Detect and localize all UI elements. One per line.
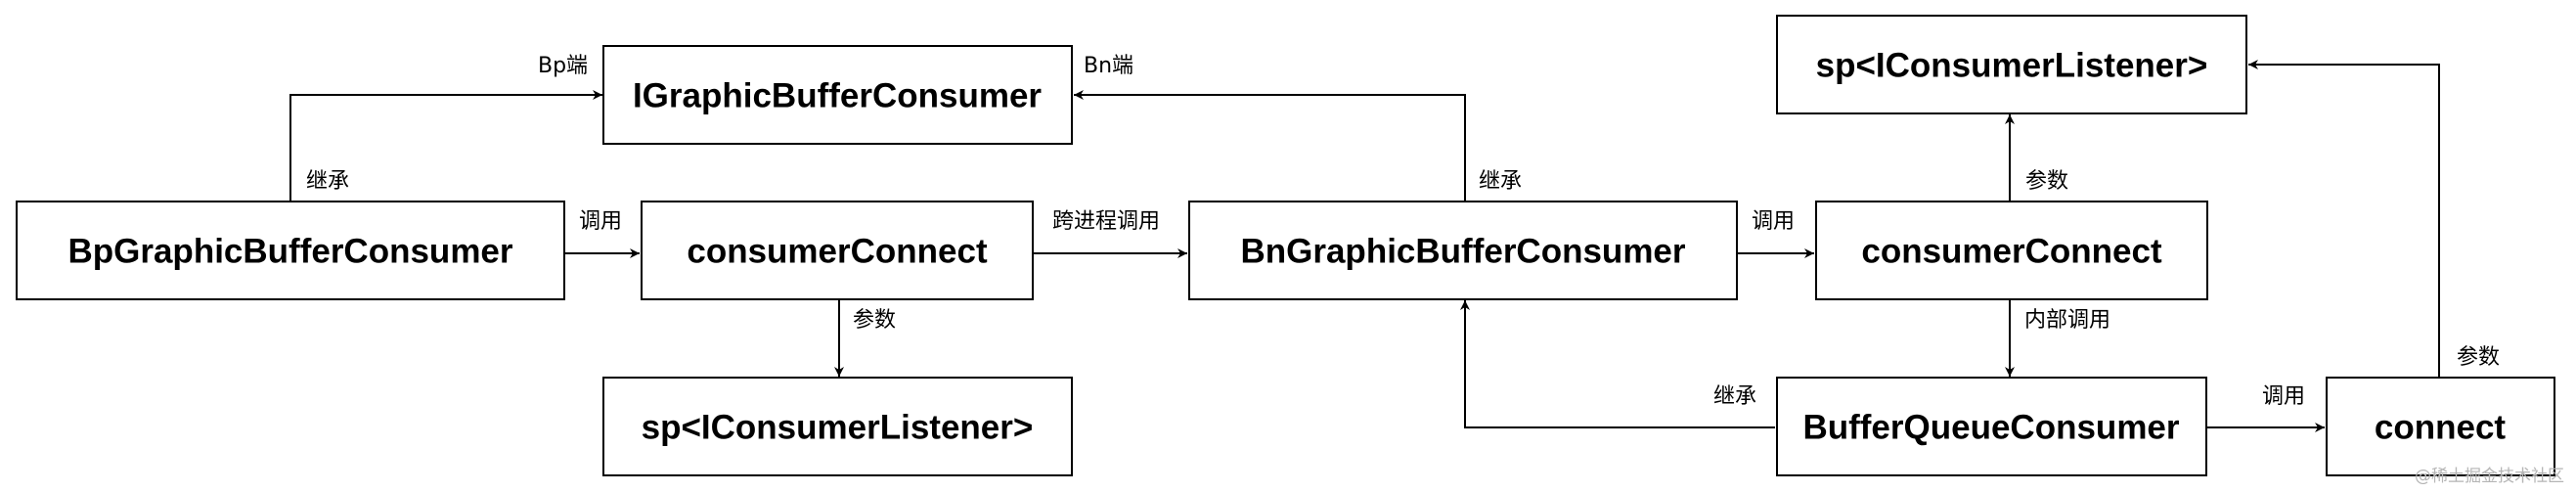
- node-label: BufferQueueConsumer: [1802, 409, 2179, 447]
- node-bp-graphic-buffer-consumer: BpGraphicBufferConsumer: [16, 201, 565, 300]
- edge-bp-to-igraphic: 继承 Bp端: [289, 54, 602, 201]
- node-label: IGraphicBufferConsumer: [633, 77, 1042, 115]
- node-label: sp<IConsumerListener>: [1816, 47, 2208, 85]
- edge-label-internal-call: 内部调用: [2024, 308, 2110, 333]
- node-igraphic-buffer-consumer: IGraphicBufferConsumer: [602, 45, 1073, 145]
- node-buffer-queue-consumer: BufferQueueConsumer: [1776, 377, 2207, 476]
- edge-bn-to-connect-right: 调用: [1737, 209, 1814, 258]
- edge-connect-left-to-bn: 跨进程调用: [1034, 209, 1187, 258]
- node-label: BpGraphicBufferConsumer: [67, 233, 512, 271]
- edge-label-call: 调用: [579, 209, 622, 234]
- node-consumer-connect-left: consumerConnect: [641, 201, 1034, 300]
- edge-label-param: 参数: [2457, 345, 2500, 370]
- node-consumer-connect-right: consumerConnect: [1815, 201, 2208, 300]
- edge-bufferqueue-to-connect: 调用: [2203, 384, 2325, 432]
- node-consumer-listener-right: sp<IConsumerListener>: [1776, 15, 2247, 114]
- node-label: consumerConnect: [687, 233, 988, 271]
- edge-connect-right-to-listener-right: 参数: [2005, 114, 2068, 201]
- edge-connect-right-to-bufferqueue: 内部调用: [2005, 299, 2110, 377]
- node-bn-graphic-buffer-consumer: BnGraphicBufferConsumer: [1188, 201, 1738, 300]
- node-connect: connect: [2326, 377, 2555, 476]
- edge-label-param: 参数: [853, 308, 896, 333]
- edge-label-inherit: 继承: [1713, 384, 1756, 409]
- edge-bp-to-connect-left: 调用: [564, 209, 640, 258]
- edge-bufferqueue-to-bn: 继承: [1460, 300, 1775, 428]
- edge-label-inherit: 继承: [1479, 169, 1522, 194]
- node-label: sp<IConsumerListener>: [642, 409, 1034, 447]
- edge-label-param: 参数: [2025, 169, 2068, 194]
- edge-label-bp-side: Bp端: [538, 54, 588, 78]
- edge-connect-left-to-listener-left: 参数: [834, 299, 896, 377]
- edge-bn-to-igraphic: 继承 Bn端: [1074, 54, 1522, 201]
- edge-label-inherit: 继承: [306, 169, 349, 194]
- edge-label-cross-process-call: 跨进程调用: [1052, 209, 1160, 234]
- node-label: BnGraphicBufferConsumer: [1240, 233, 1685, 271]
- edge-label-call: 调用: [1752, 209, 1795, 234]
- node-label: consumerConnect: [1861, 233, 2162, 271]
- node-consumer-listener-left: sp<IConsumerListener>: [602, 377, 1073, 476]
- node-label: connect: [2375, 409, 2507, 447]
- edge-label-bn-side: Bn端: [1084, 54, 1133, 78]
- edge-label-call: 调用: [2262, 384, 2305, 409]
- edge-connect-to-listener-right: 参数: [2248, 60, 2500, 377]
- watermark: @稀土掘金技术社区: [2415, 467, 2564, 486]
